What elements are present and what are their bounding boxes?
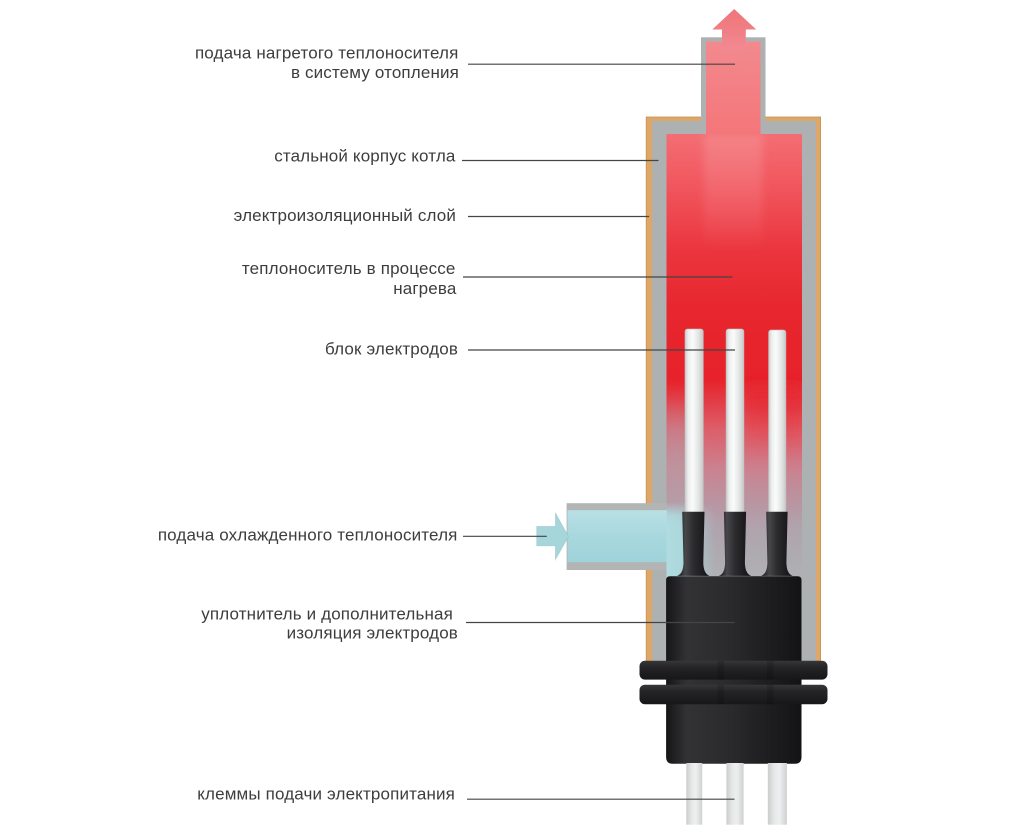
svg-text:стальной корпус котла: стальной корпус котла: [274, 147, 456, 166]
svg-text:нагрева: нагрева: [393, 279, 457, 298]
svg-text:подача нагретого теплоносителя: подача нагретого теплоносителя: [195, 43, 459, 62]
svg-text:электроизоляционный слой: электроизоляционный слой: [234, 206, 456, 225]
svg-text:теплоноситель в процессе: теплоноситель в процессе: [242, 259, 456, 278]
svg-text:в систему отопления: в систему отопления: [291, 63, 459, 82]
svg-text:уплотнитель и дополнительная: уплотнитель и дополнительная: [201, 605, 453, 624]
svg-text:клеммы подачи электропитания: клеммы подачи электропитания: [197, 785, 455, 804]
svg-text:блок электродов: блок электродов: [325, 340, 458, 359]
svg-text:подача охлажденного теплоносит: подача охлажденного теплоносителя: [158, 526, 458, 545]
svg-text:изоляция электродов: изоляция электродов: [287, 623, 458, 642]
